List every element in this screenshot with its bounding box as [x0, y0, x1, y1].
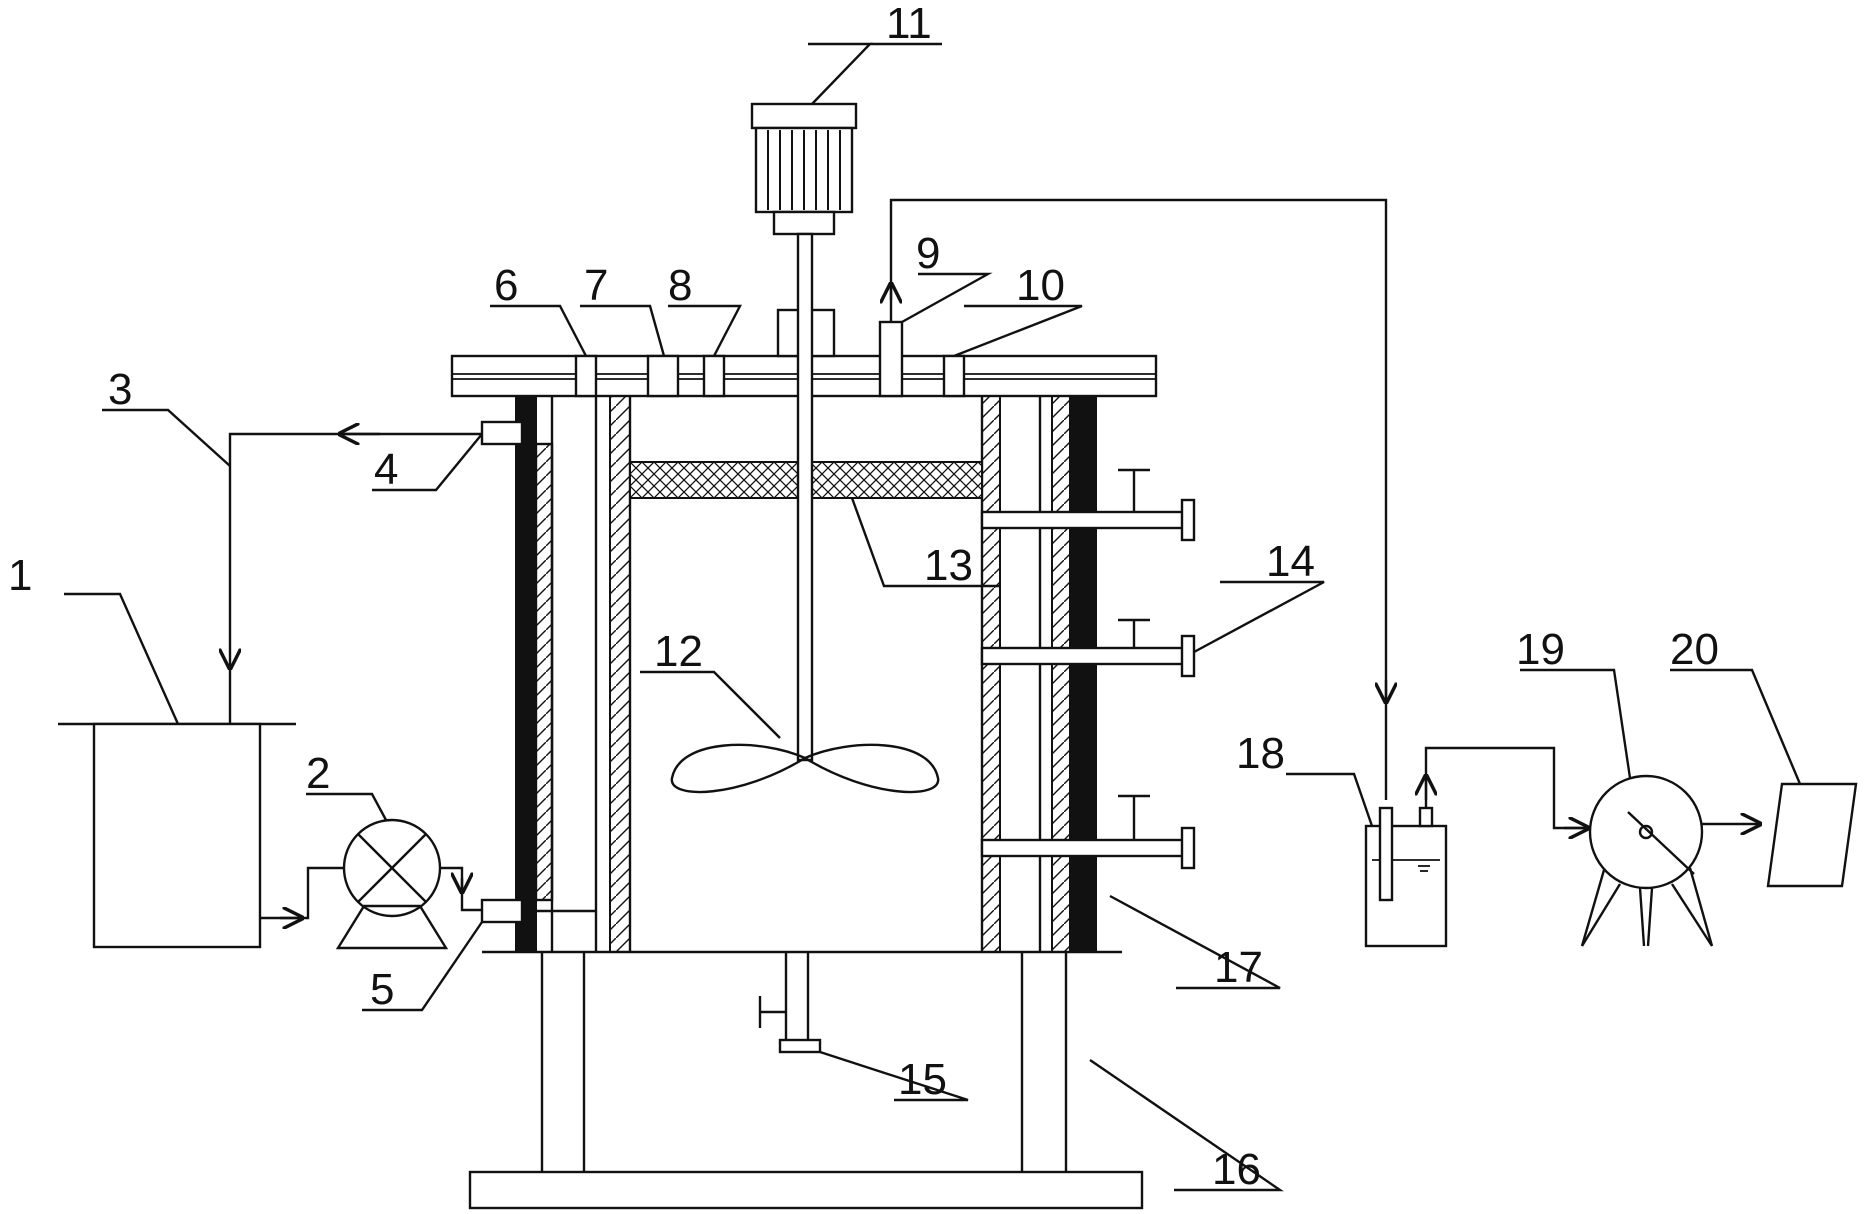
- reactor-left-wall: [515, 395, 632, 953]
- port-6: [574, 354, 598, 398]
- port-7: [646, 354, 680, 398]
- drain-valve: [758, 952, 822, 1054]
- water-seal-bottle: [1364, 806, 1448, 948]
- label-11: 11: [886, 0, 932, 48]
- label-18: 18: [1236, 729, 1285, 778]
- recycle-line: [230, 434, 482, 724]
- port-10: [942, 354, 966, 398]
- label-14: 14: [1266, 537, 1315, 586]
- label-17: 17: [1214, 943, 1263, 992]
- impeller: [670, 743, 940, 794]
- label-15: 15: [898, 1055, 947, 1104]
- outlet-4: [480, 420, 524, 446]
- label-5: 5: [370, 965, 394, 1014]
- label-19: 19: [1516, 625, 1565, 674]
- feed-tank: [58, 722, 296, 949]
- part-labels: 1 2 3 4 5 6 7 8 9 10 11 12 13 14 18 19 2…: [8, 0, 1719, 1194]
- inlet-5: [480, 898, 524, 924]
- label-1: 1: [8, 551, 32, 600]
- gas-line: [891, 198, 1386, 800]
- label-8: 8: [668, 261, 692, 310]
- label-4: 4: [374, 445, 398, 494]
- support-stand: [468, 952, 1144, 1210]
- label-20: 20: [1670, 625, 1719, 674]
- sampling-port-2: [980, 618, 1196, 678]
- label-2: 2: [306, 749, 330, 798]
- sampling-ports: [980, 468, 1196, 870]
- line-to-gas-meter: [1426, 746, 1588, 828]
- label-16: 16: [1212, 1145, 1261, 1194]
- reactor-right-wall: [980, 395, 1097, 953]
- port-8: [702, 354, 726, 398]
- data-recorder: [1766, 782, 1858, 888]
- leader-lines: [64, 42, 1802, 1192]
- stirrer-shaft: [796, 232, 814, 762]
- label-12: 12: [654, 627, 703, 676]
- label-6: 6: [494, 261, 518, 310]
- label-7: 7: [584, 261, 608, 310]
- sampling-port-3: [980, 794, 1196, 870]
- feed-pump: [260, 818, 482, 950]
- gas-flow-meter: [1580, 774, 1714, 947]
- gas-outlet-9: [878, 320, 904, 398]
- label-3: 3: [108, 365, 132, 414]
- label-9: 9: [916, 229, 940, 278]
- sampling-port-1: [980, 468, 1196, 542]
- label-13: 13: [924, 541, 973, 590]
- stirrer-motor: [750, 102, 858, 236]
- label-10: 10: [1016, 261, 1065, 310]
